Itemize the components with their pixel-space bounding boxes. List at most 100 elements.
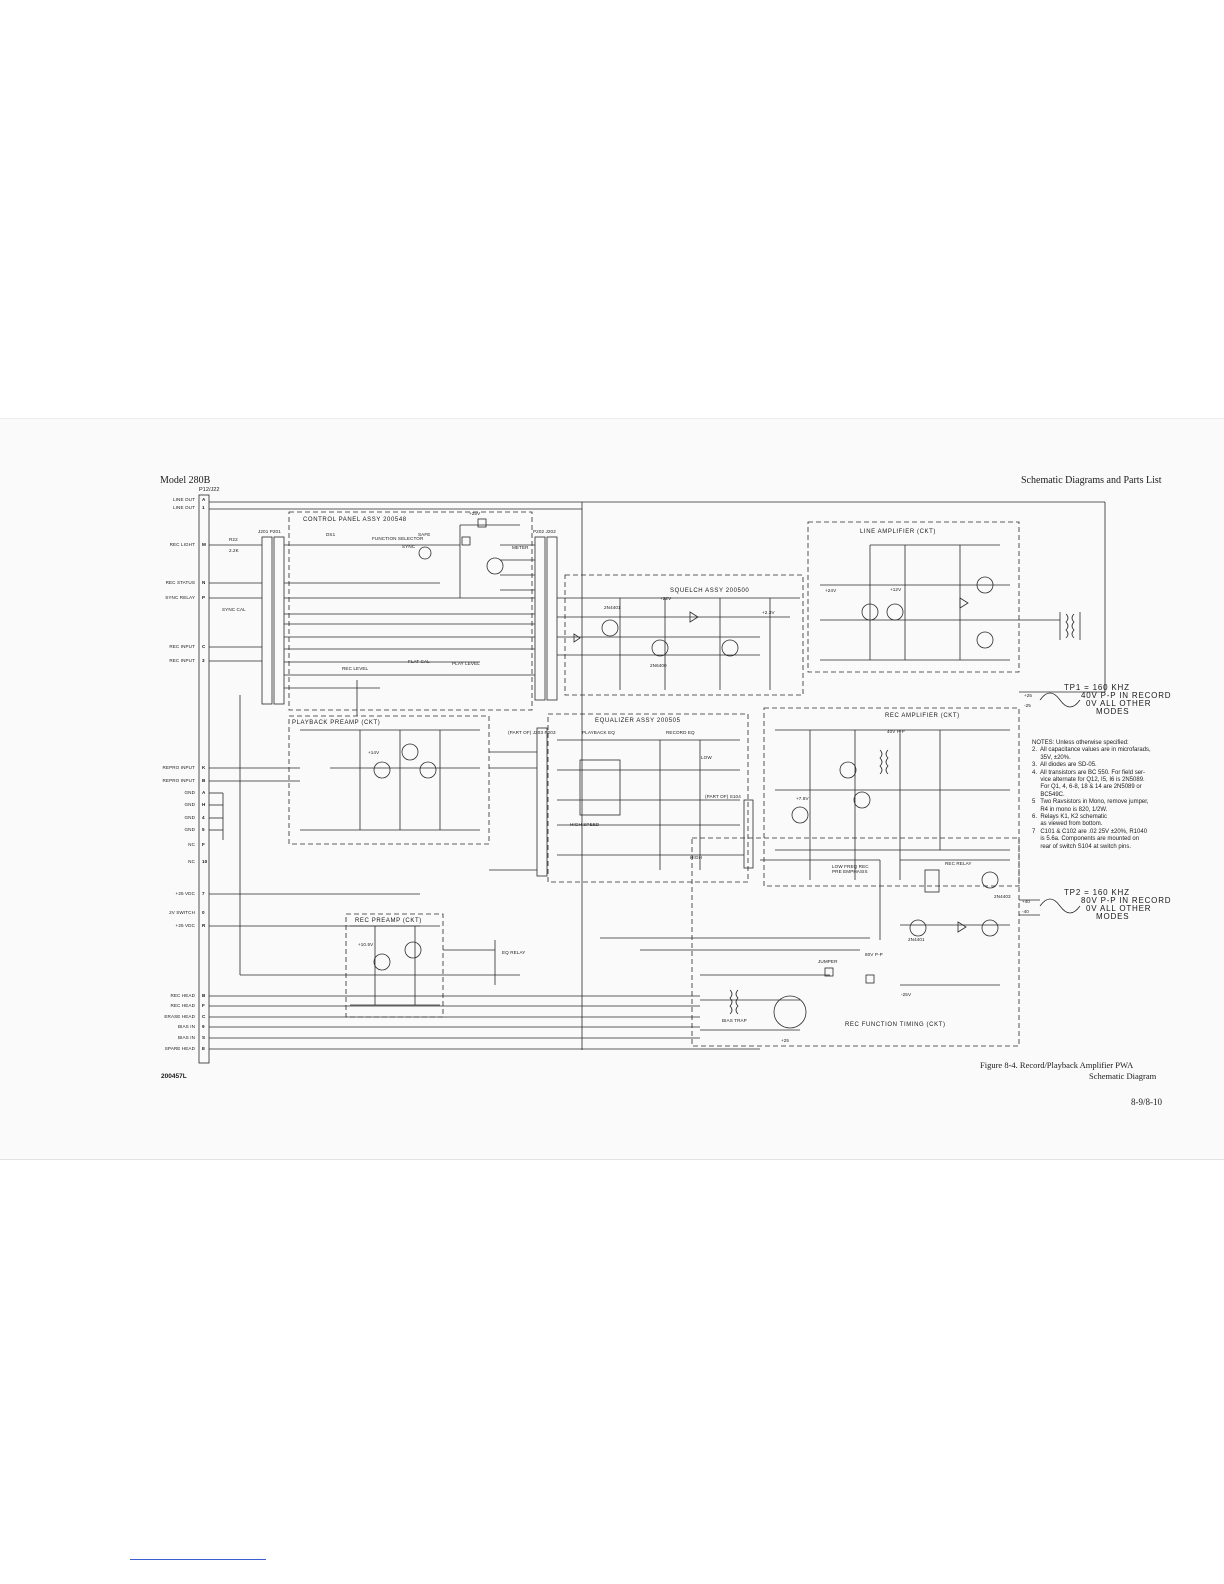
- connector-pin-label: SPARE HEAD: [164, 1046, 195, 1051]
- notes-block: NOTES: Unless otherwise specified: 2. Al…: [1032, 740, 1151, 851]
- tp1-other: 0V ALL OTHER: [1086, 699, 1152, 708]
- low-freq-emphasis-label: LOW FREQ REC PRE EMPHASIS: [832, 864, 869, 874]
- switch-s104-label: (PART OF) S104: [705, 794, 741, 799]
- connector-pin-id: B: [202, 778, 206, 783]
- tp2-record: 80V P-P IN RECORD: [1081, 896, 1172, 905]
- equalizer-title: EQUALIZER ASSY 200505: [595, 718, 681, 724]
- q4-part: 2N6400: [650, 663, 667, 668]
- sync-label: SYNC: [402, 544, 416, 549]
- connector-pin-id: C: [202, 1014, 206, 1019]
- connector-pin-id: 4: [202, 815, 205, 820]
- voltage-label: 40V P-P: [887, 729, 905, 734]
- connector-pin-id: H: [202, 802, 206, 807]
- connector-pin-label: REC HEAD: [170, 1003, 195, 1008]
- connector-pin-id: N: [202, 580, 206, 585]
- rec-function-timing-title: REC FUNCTION TIMING (CKT): [845, 1022, 946, 1028]
- figure-subcaption: Schematic Diagram: [1089, 1071, 1157, 1081]
- q3-part: 2N4401: [604, 605, 621, 610]
- voltage-label: +7.8V: [796, 796, 809, 801]
- connector-pin-id: A: [202, 790, 206, 795]
- note-line: vice alternate for Q12, I5, I6 is 2N5089…: [1032, 777, 1145, 784]
- connector-pin-label: +25 VDC: [175, 891, 195, 896]
- note-line: 6. Relays K1, K2 schematic: [1032, 814, 1108, 821]
- playback-eq-label: PLAYBACK EQ: [582, 730, 615, 735]
- connector-pin-label: REPRO INPUT: [162, 765, 195, 770]
- eq-relay-label: EQ RELAY: [502, 950, 526, 955]
- tp2-negative: -40: [1022, 909, 1029, 914]
- meter-label: METER: [512, 545, 529, 550]
- rec-function-timing-box: [691, 837, 1020, 1047]
- connector-pin-label: LINE OUT: [173, 497, 195, 502]
- note-line: 35V, ±20%.: [1032, 754, 1071, 761]
- connector-pin-id: K: [202, 765, 206, 770]
- connector-pin-id: S: [202, 1035, 206, 1040]
- connector-pin-id: E: [202, 1046, 206, 1051]
- voltage-label: -25V: [901, 992, 912, 997]
- voltage-label: +22V: [660, 596, 672, 601]
- tp1-negative: -25: [1024, 703, 1031, 708]
- connector-pin-label: REC INPUT: [169, 644, 195, 649]
- play-level-label: PLAY LEVEL: [452, 661, 480, 666]
- connector-p202-label: P202 J202: [533, 529, 556, 534]
- section-title: Schematic Diagrams and Parts List: [1021, 475, 1162, 486]
- safe-label: SAFE: [418, 532, 431, 537]
- tp1-modes: MODES: [1096, 707, 1130, 716]
- schematic-sheet: [0, 418, 1224, 1160]
- voltage-label: +2.3V: [762, 610, 775, 615]
- note-line: 5 Two Ravsistors in Mono, remove jumper,: [1032, 799, 1149, 806]
- record-eq-label: RECORD EQ: [666, 730, 695, 735]
- note-line: 2. All capacitance values are in microfa…: [1032, 747, 1151, 754]
- connector-pin-id: B: [202, 993, 206, 998]
- rec-preamp-title: REC PREAMP (CKT): [355, 918, 422, 924]
- connector-pin-label: REC INPUT: [169, 658, 195, 663]
- connector-pin-label: LINE OUT: [173, 505, 195, 510]
- r22-label: R22: [229, 537, 238, 542]
- note-line: BC549C.: [1032, 791, 1065, 798]
- connector-pin-id: F: [202, 842, 205, 847]
- control-panel-title: CONTROL PANEL ASSY 200548: [303, 517, 407, 523]
- high-label: HIGH: [690, 855, 702, 860]
- connector-pin-label: GND: [184, 802, 195, 807]
- connector-pin-label: REC HEAD: [170, 993, 195, 998]
- tp2-frequency: TP2 = 160 KHZ: [1064, 888, 1130, 897]
- note-line: is 5.6a. Components are mounted on: [1032, 836, 1140, 843]
- connector-pin-id: F: [202, 1003, 205, 1008]
- rec-preamp-box: [345, 913, 444, 1018]
- squelch-box: [564, 574, 804, 696]
- sync-cal-label: SYNC CAL: [222, 607, 246, 612]
- connector-j203-label: (PART OF) J203 P203: [508, 730, 556, 735]
- connector-pin-label: REC LIGHT: [169, 542, 195, 547]
- voltage-label: +25V: [469, 511, 481, 516]
- connector-pin-label: ERASE HEAD: [164, 1014, 195, 1019]
- q5-part: 2N4403: [994, 894, 1011, 899]
- note-line: 3. All diodes are SD-05.: [1032, 762, 1097, 769]
- flat-cal-label: FLAT CAL: [408, 659, 430, 664]
- connector-pin-id: 10: [202, 859, 208, 864]
- connector-pin-label: BIAS IN: [177, 1035, 195, 1040]
- connector-j201-label: J201 P201: [258, 529, 281, 534]
- tp1-positive: +25: [1024, 693, 1033, 698]
- voltage-label: +25: [781, 1038, 790, 1043]
- connector-pin-label: 2V SWITCH: [169, 910, 195, 915]
- tp2-positive: +40: [1022, 899, 1031, 904]
- connector-pin-id: 7: [202, 891, 205, 896]
- high-speed-label: HIGH SPEED: [570, 822, 600, 827]
- voltage-label: +14V: [368, 750, 380, 755]
- tp2-modes: MODES: [1096, 912, 1130, 921]
- ds1-label: DS1: [326, 532, 336, 537]
- connector-pin-id: 3: [202, 658, 205, 663]
- voltage-label: +24V: [825, 588, 837, 593]
- model-title: Model 280B: [160, 475, 211, 486]
- connector-pin-id: A: [202, 497, 206, 502]
- figure-caption: Figure 8-4. Record/Playback Amplifier PW…: [980, 1060, 1134, 1070]
- tp1-record: 40V P-P IN RECORD: [1081, 691, 1172, 700]
- footer-rule: [130, 1559, 266, 1560]
- control-panel-box: [288, 511, 533, 711]
- note-line: For Q1, 4, 6-8, 18 & 14 are 2N5089 or: [1032, 784, 1142, 791]
- note-line: rear of switch S104 at switch pins.: [1032, 843, 1132, 850]
- connector-pin-label: NC: [188, 859, 195, 864]
- function-selector-label: FUNCTION SELECTOR: [372, 536, 424, 541]
- connector-pin-label: GND: [184, 827, 195, 832]
- connector-pin-id: C: [202, 644, 206, 649]
